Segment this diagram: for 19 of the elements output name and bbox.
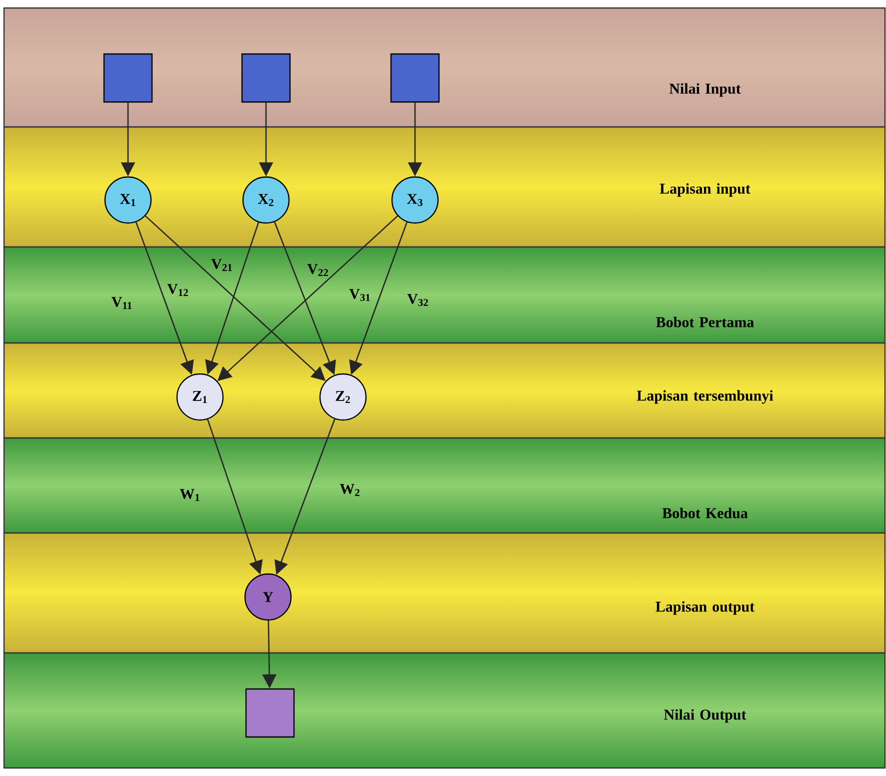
layer-label: Lapisan input bbox=[660, 183, 750, 197]
weight-label: W$_{2}$ bbox=[340, 484, 360, 496]
layer-label: Nilai Input bbox=[669, 83, 741, 97]
weight-label: V$_{21}$ bbox=[211, 259, 232, 271]
value-square bbox=[390, 53, 440, 103]
weight-label: W$_{1}$ bbox=[180, 489, 200, 501]
weight-label: V$_{32}$ bbox=[407, 294, 428, 306]
value-square bbox=[241, 53, 291, 103]
weight-label: V$_{31}$ bbox=[349, 288, 370, 302]
weight-label: V$_{12}$ bbox=[167, 284, 188, 296]
value-square bbox=[245, 688, 295, 738]
layer-label: Lapisan output bbox=[656, 601, 755, 615]
layer-label: Lapisan tersembunyi bbox=[636, 390, 774, 404]
layer-label: Bobot Pertama bbox=[656, 316, 754, 328]
layer-label: Nilai Output bbox=[664, 709, 746, 723]
weight-label: V$_{22}$ bbox=[307, 264, 328, 276]
layer-label: Bobot Kedua bbox=[662, 508, 748, 518]
value-square bbox=[103, 53, 153, 103]
weight-label: V$_{11}$ bbox=[112, 297, 132, 309]
